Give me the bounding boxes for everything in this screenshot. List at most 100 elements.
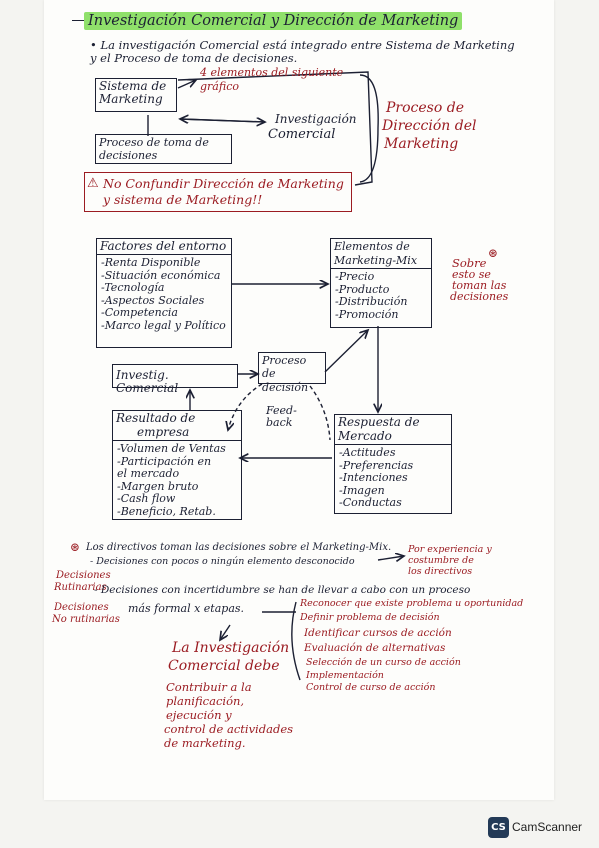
respuesta-title-2: Mercado: [338, 429, 392, 443]
list-item: -Intenciones: [339, 471, 408, 484]
proceso-decision-1: Proceso de: [262, 354, 307, 380]
resultado-title-2: empresa: [137, 425, 190, 439]
elementos-note-1: 4 elementos del siguiente: [200, 66, 344, 79]
asterisk-icon: ⊛: [488, 246, 499, 260]
bracket-right: [359, 74, 379, 183]
etapa-item: Identificar cursos de acción: [304, 627, 452, 639]
etapa-item: Control de curso de acción: [306, 682, 436, 693]
list-item: -Marco legal y Político: [101, 318, 226, 332]
directivos-note: Los directivos toman las decisiones sobr…: [86, 542, 392, 553]
sobre-note-3: decisiones: [450, 290, 509, 303]
factores-entorno-box: Factores del entorno -Renta Disponible -…: [96, 238, 232, 348]
contribuir-2: ejecución y: [166, 708, 232, 722]
sobre-note-2: toman las: [452, 279, 507, 292]
list-item: -Precio: [335, 270, 375, 283]
resultado-empresa-box: Resultado de empresa -Volumen de Ventas …: [112, 410, 242, 520]
inv-comercial-1: Investigación: [275, 112, 357, 126]
contribuir-0: Contribuir a la: [166, 680, 252, 694]
list-item: -Conductas: [339, 496, 402, 509]
proceso-direccion-3: Marketing: [384, 136, 459, 152]
factores-entorno-list: -Renta Disponible -Situación económica -…: [97, 254, 231, 334]
list-item: el mercado: [117, 467, 180, 480]
warning-box: ⚠ No Confundir Dirección de Marketing y …: [84, 172, 352, 212]
contribuir-4: de marketing.: [164, 736, 246, 750]
respuesta-title-1: Respuesta de: [338, 415, 420, 429]
intro-line-1: • La investigación Comercial está integr…: [90, 38, 515, 52]
list-item: -Situación económica: [101, 268, 221, 282]
rutinarias-1: Decisiones: [56, 570, 111, 581]
feedback-curve-right: [309, 385, 331, 441]
feedback-2: back: [266, 416, 293, 429]
por-experiencia-3: los directivos: [408, 566, 473, 577]
sobre-note-1: esto se: [452, 268, 491, 281]
camscanner-brand: CamScanner: [512, 820, 583, 834]
elementos-note-2: gráfico: [200, 80, 239, 93]
etapa-item: Reconocer que existe problema u oportuni…: [300, 598, 524, 609]
sistema-marketing-label: Sistema de Marketing: [99, 79, 167, 106]
por-experiencia-2: costumbre de: [408, 555, 474, 566]
list-item: -Actitudes: [339, 446, 396, 459]
respuesta-mercado-box: Respuesta de Mercado -Actitudes -Prefere…: [334, 414, 452, 514]
list-item: -Beneficio, Retab.: [117, 504, 216, 518]
feedback-curve-left: [228, 383, 263, 430]
resultado-list: -Volumen de Ventas -Participación en el …: [113, 440, 241, 520]
list-item: -Promoción: [335, 307, 399, 321]
decisiones-line: - Decisiones con pocos o ningún elemento…: [90, 556, 355, 567]
la-investigacion-1: La Investigación: [172, 640, 290, 656]
investig-comercial-box: Investig. Comercial: [112, 364, 238, 395]
no-rutinarias-2: No rutinarias: [52, 614, 120, 625]
proceso-direccion-2: Dirección del: [382, 118, 477, 134]
list-item: -Imagen: [339, 483, 385, 497]
bracket-sistema: [177, 71, 373, 186]
camscanner-logo-icon: CS: [488, 817, 509, 838]
warning-line-1: No Confundir Dirección de Marketing: [103, 176, 344, 191]
page-title: Investigación Comercial y Dirección de M…: [84, 12, 463, 30]
list-item: -Margen bruto: [117, 479, 199, 493]
etapa-item: Selección de un curso de acción: [306, 657, 461, 668]
intro-line-2: y el Proceso de toma de decisiones.: [90, 51, 298, 65]
list-item: -Tecnología: [101, 281, 165, 294]
list-item: -Volumen de Ventas: [117, 442, 226, 455]
notebook-page: [44, 0, 554, 800]
list-item: -Competencia: [101, 306, 178, 319]
list-item: -Cash flow: [117, 492, 176, 505]
proceso-toma-box: Proceso de toma de decisiones: [95, 134, 232, 164]
resultado-title-1: Resultado de: [116, 411, 196, 425]
por-experiencia-1: Por experiencia y: [408, 544, 492, 555]
arrow-la-investigacion: [220, 624, 231, 640]
list-item: -Distribución: [335, 295, 408, 308]
incertidumbre-line-2: más formal x etapas.: [128, 602, 245, 615]
arrow-por-experiencia: [377, 556, 404, 560]
proceso-direccion-1: Proceso de: [386, 100, 464, 116]
elementos-title-1: Elementos de: [334, 240, 410, 253]
sistema-marketing-box: Sistema de Marketing: [95, 78, 177, 112]
list-item: -Producto: [335, 282, 390, 296]
factores-entorno-title: Factores del entorno: [100, 239, 227, 253]
arrow-inv-comercial-back: [180, 119, 266, 122]
arrow-proceso-to-elementos: [324, 330, 368, 373]
etapas-brace: [291, 601, 301, 681]
respuesta-list: -Actitudes -Preferencias -Intenciones -I…: [335, 444, 451, 512]
asterisk-icon: ⊛: [70, 540, 81, 554]
investig-comercial-label: Investig. Comercial: [116, 368, 179, 395]
arrow-sistema-to-note: [177, 80, 196, 89]
inv-comercial-2: Comercial: [268, 127, 336, 142]
contribuir-1: planificación,: [166, 694, 245, 708]
elementos-list: -Precio -Producto -Distribución -Promoci…: [331, 268, 431, 323]
no-rutinarias-1: Decisiones: [54, 602, 109, 613]
warning-line-2: y sistema de Marketing!!: [103, 192, 263, 207]
list-item: -Preferencias: [339, 458, 414, 472]
rutinarias-2: Rutinarias: [54, 582, 107, 593]
incertidumbre-line-1: - Decisiones con incertidumbre se han de…: [94, 584, 471, 596]
list-item: -Participación en: [117, 454, 212, 468]
contribuir-3: control de actividades: [164, 722, 294, 736]
list-item: -Renta Disponible: [101, 256, 201, 269]
sobre-note-0: Sobre: [452, 256, 487, 270]
etapa-item: Implementación: [306, 670, 384, 681]
elementos-marketing-mix-box: Elementos de Marketing-Mix -Precio -Prod…: [330, 238, 432, 328]
proceso-decision-box: Proceso de decisión: [258, 352, 326, 394]
title-dash: [72, 20, 84, 21]
warning-triangle-icon: ⚠: [87, 176, 99, 191]
etapa-item: Evaluación de alternativas: [304, 642, 446, 654]
